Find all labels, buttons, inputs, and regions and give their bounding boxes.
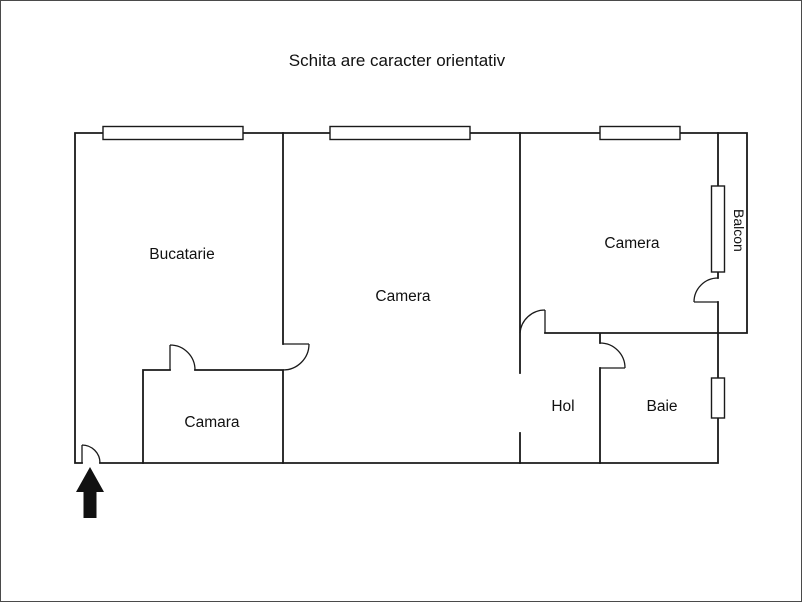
window-baie xyxy=(710,377,726,419)
door-camera-hol xyxy=(519,309,546,334)
door-baie xyxy=(599,342,626,369)
window-camera-mica xyxy=(599,125,681,141)
room-label-balcon: Balcon xyxy=(731,209,747,252)
room-label-camara: Camara xyxy=(184,414,240,431)
entrance-arrow-icon xyxy=(76,467,104,518)
balcony-walls xyxy=(717,132,748,334)
interior-walls xyxy=(142,132,719,464)
diagram-title: Schita are caracter orientativ xyxy=(289,51,506,70)
window-balcon xyxy=(710,185,726,273)
room-label-bucatarie: Bucatarie xyxy=(149,246,214,263)
door-balcon xyxy=(693,277,719,303)
window-camera-mare xyxy=(329,125,471,141)
room-label-baie: Baie xyxy=(646,398,677,415)
room-label-hol: Hol xyxy=(551,398,574,415)
room-label-camera-mica: Camera xyxy=(604,235,660,252)
window-bucatarie xyxy=(102,125,244,141)
door-entrance xyxy=(81,444,101,464)
door-camara xyxy=(169,344,196,371)
door-bucatarie-camera xyxy=(282,343,310,371)
room-label-camera-mare: Camera xyxy=(375,288,431,305)
